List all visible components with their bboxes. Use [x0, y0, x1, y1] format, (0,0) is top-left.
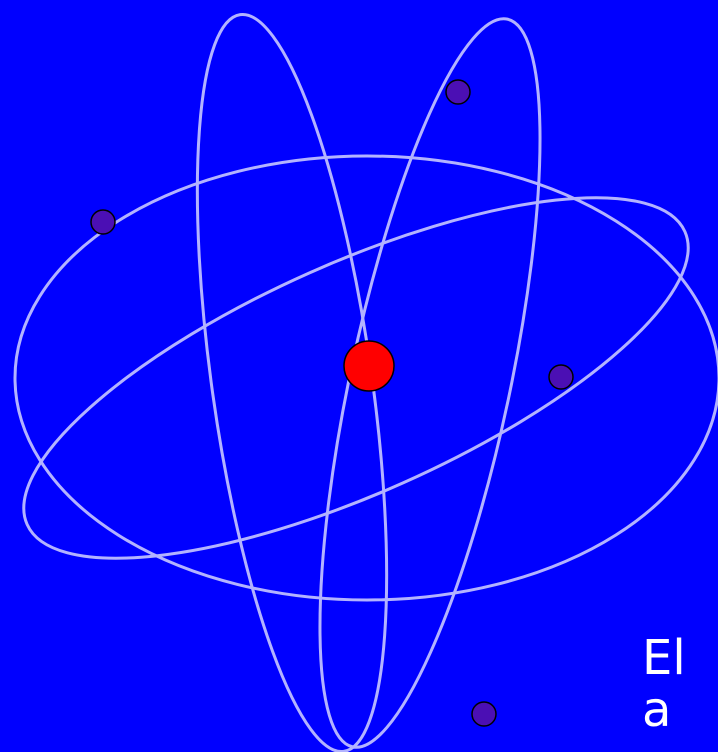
electron: [471, 701, 497, 727]
orbit-horizontal: [13, 154, 718, 602]
caption-line-1: El: [642, 630, 686, 686]
orbit-tilted-right: [318, 17, 542, 749]
slide-caption: El a: [642, 632, 718, 736]
orbit-diagonal: [22, 196, 690, 560]
caption-line-2: a: [642, 682, 672, 738]
electron: [548, 364, 574, 390]
electron: [90, 209, 116, 235]
electron: [445, 79, 471, 105]
nucleus: [343, 340, 395, 392]
